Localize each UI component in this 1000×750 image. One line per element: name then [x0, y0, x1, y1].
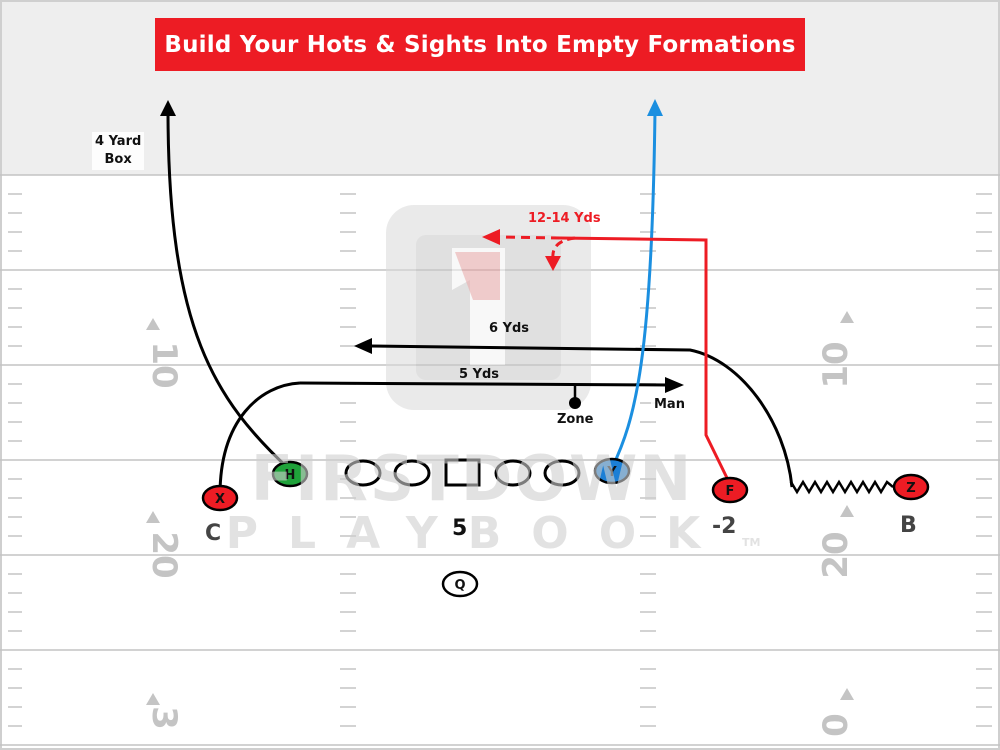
route-z-motion	[789, 479, 894, 495]
watermark-logo	[386, 205, 591, 410]
player-y-label: Y	[606, 465, 617, 480]
alignment-minus-two: -2	[709, 513, 740, 540]
player-f-label: F	[726, 484, 735, 499]
left-tackle	[344, 459, 382, 487]
watermark-line1: FIRSTDOWN	[251, 442, 694, 515]
player-h	[271, 460, 309, 488]
label-6-yds: 6 Yds	[489, 321, 530, 336]
alignment-c: C	[202, 520, 225, 547]
route-f-dig	[559, 236, 730, 481]
center-lineman	[444, 458, 481, 487]
player-z-label: Z	[906, 481, 915, 496]
player-z	[892, 473, 930, 501]
zone-dot	[569, 397, 581, 409]
alignment-five: 5	[449, 515, 471, 542]
player-q-label: Q	[454, 578, 465, 593]
yard-direction-arrows	[146, 311, 854, 705]
yard-number-left-mid: 20	[144, 531, 184, 578]
left-guard	[393, 459, 431, 487]
yard-number-right-mid: 20	[816, 531, 856, 578]
yard-number-right-upper: 10	[816, 341, 856, 388]
player-letters: X H Y F Z Q	[215, 465, 916, 593]
player-h-label: H	[285, 468, 296, 483]
route-f-dashed	[499, 235, 561, 240]
watermark-line2: PLAYBOOK	[226, 508, 730, 559]
watermark-tm: TM	[742, 536, 760, 549]
watermark-text: FIRSTDOWN PLAYBOOK TM	[226, 442, 761, 559]
hash-marks	[8, 193, 992, 727]
offensive-line	[344, 458, 581, 487]
yard-numbers: 10 20 3 10 20 0	[144, 341, 856, 737]
player-x-label: X	[215, 492, 225, 507]
route-6yd-in	[369, 344, 794, 488]
yard-number-right-low: 0	[816, 713, 856, 737]
label-5-yds: 5 Yds	[459, 367, 500, 382]
label-12-14-yds: 12-14 Yds	[528, 211, 601, 226]
arrow-head-6yd	[354, 338, 372, 354]
label-four-yard-box: 4 Yard Box	[92, 132, 145, 170]
arrow-head-y	[647, 99, 663, 116]
arrow-head-5yd	[665, 377, 684, 393]
right-tackle	[543, 459, 581, 487]
title-banner: Build Your Hots & Sights Into Empty Form…	[155, 18, 805, 71]
label-man: Man	[651, 396, 688, 413]
alignment-b: B	[897, 512, 920, 539]
yard-number-left-low: 3	[144, 706, 184, 730]
route-f-sit	[551, 236, 576, 259]
player-f	[711, 476, 749, 504]
player-y	[593, 457, 631, 485]
right-guard	[494, 459, 532, 487]
route-y-seam	[610, 109, 657, 469]
route-x-arc	[218, 381, 301, 496]
arrow-head-f-dig	[482, 229, 500, 245]
player-x	[201, 484, 239, 512]
player-q	[441, 570, 479, 598]
label-zone: Zone	[554, 411, 597, 428]
skill-players	[201, 457, 930, 598]
route-h-vertical	[166, 109, 292, 472]
yard-number-left-upper: 10	[144, 341, 184, 388]
arrow-head-f-sit	[545, 256, 561, 271]
route-5yd-in	[299, 381, 671, 387]
arrow-head-h	[160, 100, 176, 116]
